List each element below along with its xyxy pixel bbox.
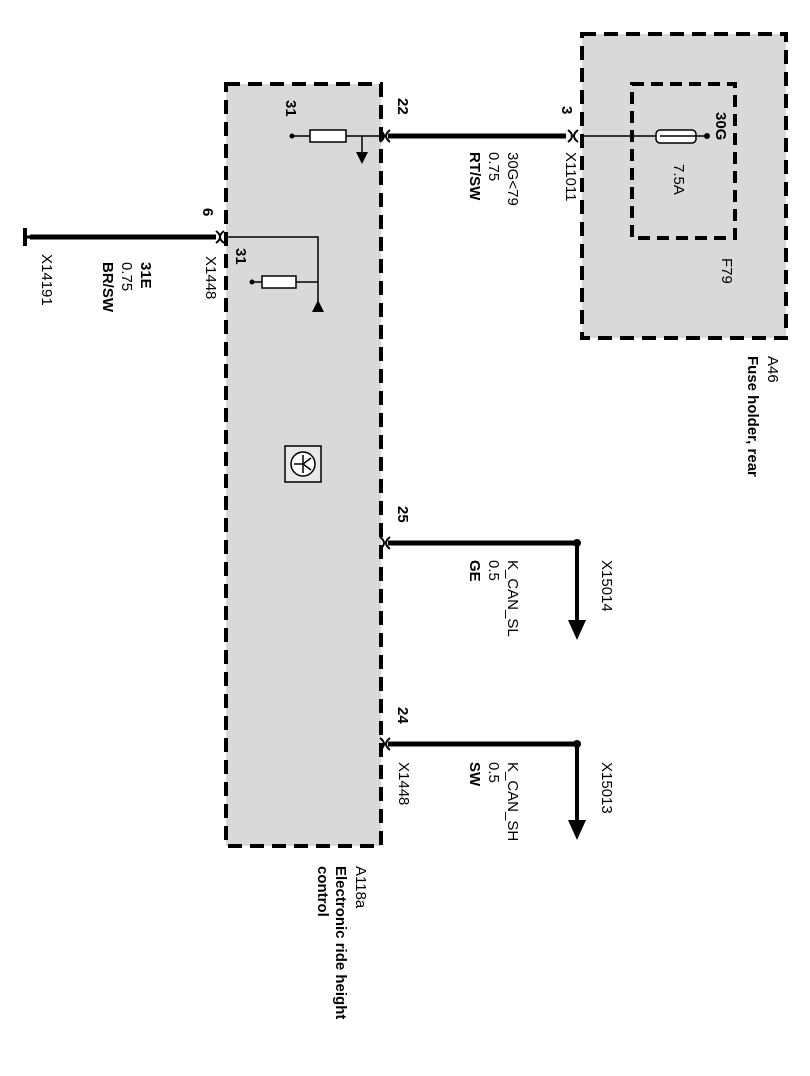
connector-x15014: X15014 bbox=[598, 560, 615, 612]
module-a118a-description-1: Electronic ride height bbox=[332, 866, 349, 1019]
internal-resistor-lower bbox=[224, 236, 324, 312]
ground-signal: 31E bbox=[137, 262, 154, 289]
connector-x1448-top: X1448 bbox=[202, 256, 219, 299]
power-size: 0.75 bbox=[485, 152, 502, 181]
connector-pin-22 bbox=[379, 129, 385, 143]
ground-wire bbox=[23, 228, 225, 246]
module-a46-id: A46 bbox=[764, 356, 781, 383]
internal-ground-lower-label: 31 bbox=[232, 248, 249, 265]
internal-ground-upper-label: 31 bbox=[282, 100, 299, 117]
fuse-terminal-label: 30G bbox=[712, 112, 729, 140]
internal-resistor-upper bbox=[289, 129, 380, 164]
power-wire bbox=[379, 129, 660, 143]
can-high-color: SW bbox=[466, 762, 483, 787]
module-a118a-description-2: control bbox=[314, 866, 331, 917]
can-high-size: 0.5 bbox=[485, 762, 502, 783]
resistor-icon bbox=[309, 129, 347, 143]
pin-22-label: 22 bbox=[394, 98, 411, 115]
sensor-circle-icon bbox=[284, 445, 322, 483]
arrow-down-icon bbox=[568, 620, 586, 640]
connector-pin-3 bbox=[567, 129, 573, 143]
pin-24-label: 24 bbox=[394, 707, 411, 724]
resistor-icon bbox=[261, 275, 297, 289]
can-low-signal: K_CAN_SL bbox=[504, 560, 521, 637]
connector-pin-24 bbox=[379, 737, 385, 751]
connector-x15013: X15013 bbox=[598, 762, 615, 814]
pin-6-label: 6 bbox=[199, 208, 216, 216]
fuse-icon bbox=[655, 129, 710, 144]
connector-x1448-bottom: X1448 bbox=[395, 762, 412, 805]
module-a46-description: Fuse holder, rear bbox=[744, 356, 761, 477]
can-high-wire bbox=[379, 737, 586, 840]
can-low-color: GE bbox=[466, 560, 483, 582]
pin-25-label: 25 bbox=[394, 506, 411, 523]
ground-size: 0.75 bbox=[118, 262, 135, 291]
ground-color: BR/SW bbox=[99, 262, 116, 313]
pin-3-label: 3 bbox=[558, 106, 575, 114]
can-low-wire bbox=[379, 536, 586, 640]
ground-arrow-icon bbox=[312, 300, 324, 312]
module-a118a-id: A118a bbox=[352, 866, 369, 909]
connector-pin-25 bbox=[379, 536, 385, 550]
connector-x14191: X14191 bbox=[38, 254, 55, 306]
can-high-signal: K_CAN_SH bbox=[504, 762, 521, 841]
fuse-f79-box bbox=[630, 82, 737, 240]
fuse-id-label: F79 bbox=[718, 258, 735, 284]
arrow-down-icon bbox=[356, 152, 368, 164]
connector-x11011: X11011 bbox=[562, 152, 579, 202]
power-signal: 30G<79 bbox=[504, 152, 521, 206]
arrow-down-icon bbox=[568, 820, 586, 840]
power-color: RT/SW bbox=[466, 152, 483, 201]
can-low-size: 0.5 bbox=[485, 560, 502, 581]
fuse-rating-label: 7.5A bbox=[670, 164, 687, 195]
